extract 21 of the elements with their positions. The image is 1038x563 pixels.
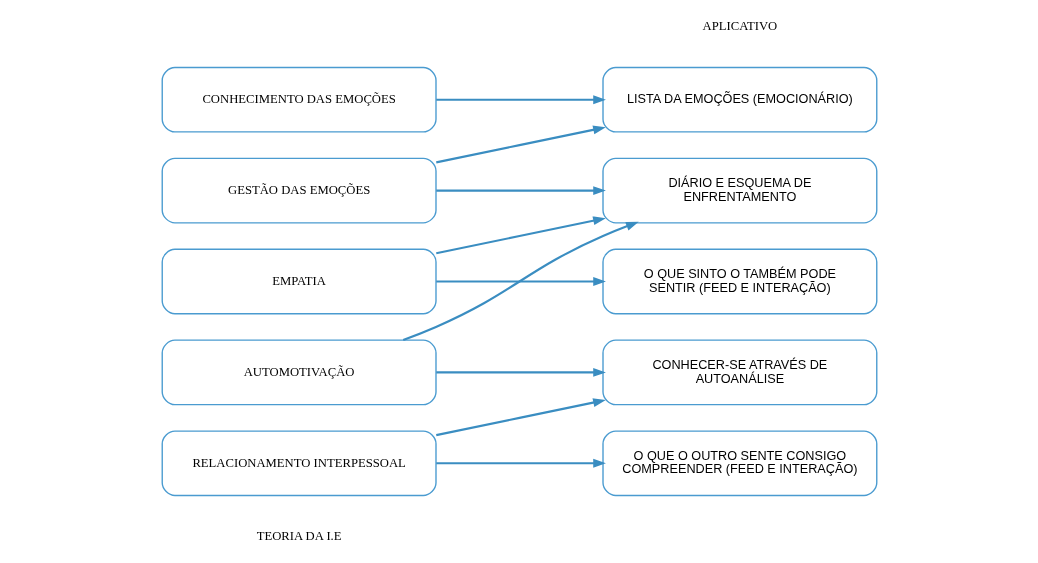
arrow (435, 398, 606, 437)
node-box: O QUE SINTO O TAMBÉM PODE SENTIR (FEED E INTERAÇÃO) (601, 248, 877, 315)
node-box: RELACIONAMENTO INTERPESSOAL (161, 430, 437, 497)
node-box: GESTÃO DAS EMOÇÕES (161, 157, 437, 224)
node-box: O QUE O OUTRO SENTE CONSIGO COMPREENDER (FEED E INTERAÇÃO) (601, 430, 877, 497)
node-box: DIÁRIO E ESQUEMA DE ENFRENTAMENTO (601, 157, 877, 224)
node-box: CONHECIMENTO DAS EMOÇÕES (161, 66, 437, 133)
arrow (402, 221, 639, 342)
label: APLICATIVO (702, 19, 777, 34)
arrow (435, 458, 606, 468)
label: TEORIA DA I.E (256, 528, 342, 543)
arrow (435, 216, 606, 255)
arrow (435, 125, 606, 164)
arrow (435, 95, 606, 105)
arrow (435, 277, 606, 286)
arrow (435, 367, 606, 377)
arrow (435, 186, 606, 196)
node-box: EMPATIA (161, 248, 437, 315)
node-box: CONHECER-SE ATRAVÉS DE AUTOANÁLISE (601, 339, 877, 406)
node-box: AUTOMOTIVAÇÃO (161, 339, 437, 406)
node-box: LISTA DA EMOÇÕES (EMOCIONÁRIO) (601, 66, 877, 133)
